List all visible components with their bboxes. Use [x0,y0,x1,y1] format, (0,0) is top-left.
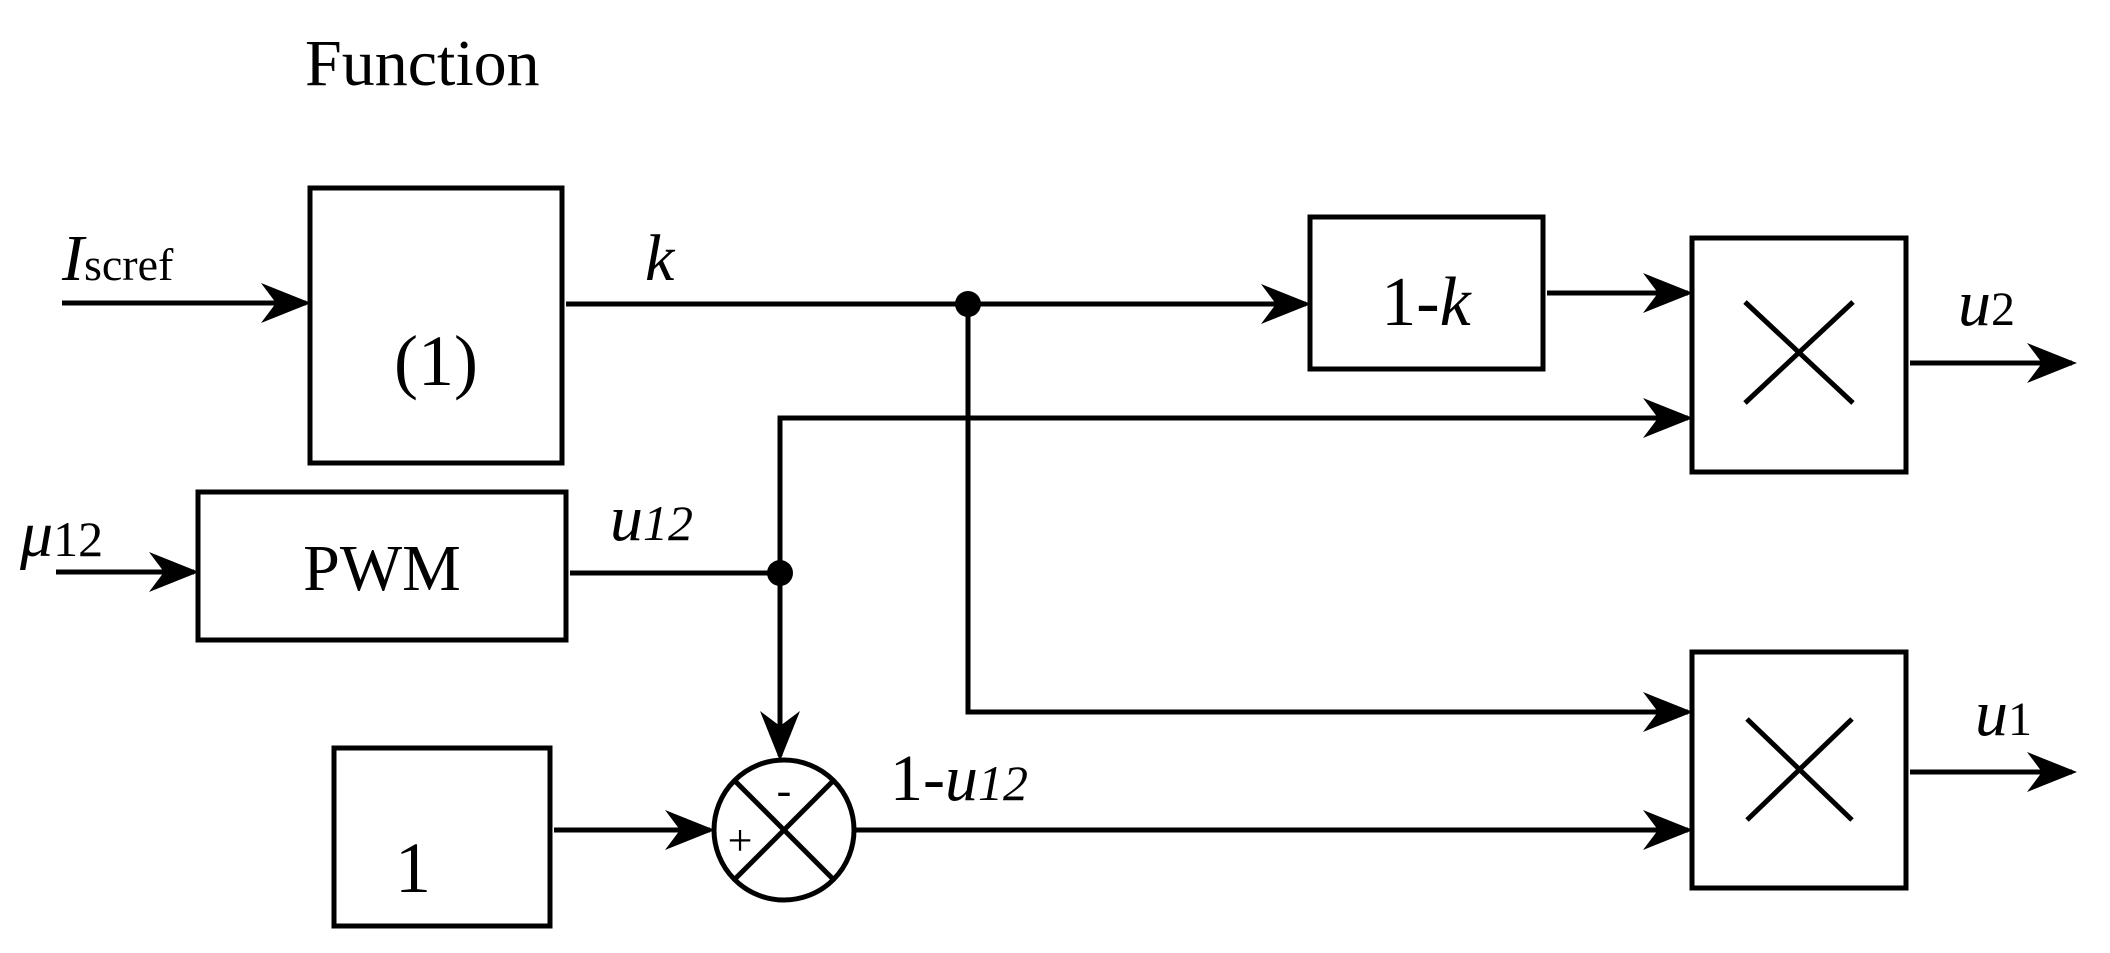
input-mu-main: μ [19,498,53,571]
one-minus-u12-main: u [945,742,978,815]
one-minus-k-prefix: 1- [1381,264,1439,341]
one-minus-u12-sub: 12 [978,755,1028,811]
pwm-block [195,489,569,643]
input-mu-sub: 12 [53,511,103,567]
input-current-label: Iscref [61,222,174,295]
u12-label: u12 [610,482,693,555]
k-label: k [645,222,676,295]
summing-cross-b [733,779,835,881]
constant-one-label: 1 [395,828,431,908]
u1-main: u [1975,677,2008,750]
diagram-title: Function [305,27,540,100]
multiplier-top-cross-b [1743,300,1855,405]
one-minus-k-var: k [1440,264,1473,341]
function-block-label: (1) [394,321,478,401]
u2-sub: 2 [1991,283,2015,336]
u1-sub: 1 [2008,693,2032,746]
summing-plus-sign: + [728,816,753,865]
u12-to-top-multiplier-line [777,398,1693,573]
summing-minus-sign: - [777,766,792,815]
one-minus-k-label: 1-k [1381,264,1472,341]
k-branch-line [965,304,1693,732]
multiplier-bottom-cross-b [1745,717,1854,822]
input-mu-label: μ12 [19,498,103,571]
constant-one-block [331,745,553,929]
input-current-main: I [61,222,87,295]
u1-label: u1 [1975,677,2032,750]
input-current-sub: scref [84,239,174,290]
one-minus-u12-label: 1-u12 [890,742,1028,815]
pwm-block-label: PWM [303,532,461,605]
u12-sub: 12 [643,495,693,551]
one-minus-k-block [1307,214,1546,372]
one-minus-u12-prefix: 1- [890,742,945,815]
function-block [307,185,565,466]
u2-label: u2 [1958,267,2015,340]
u12-main: u [610,482,643,555]
u2-main: u [1958,267,1991,340]
